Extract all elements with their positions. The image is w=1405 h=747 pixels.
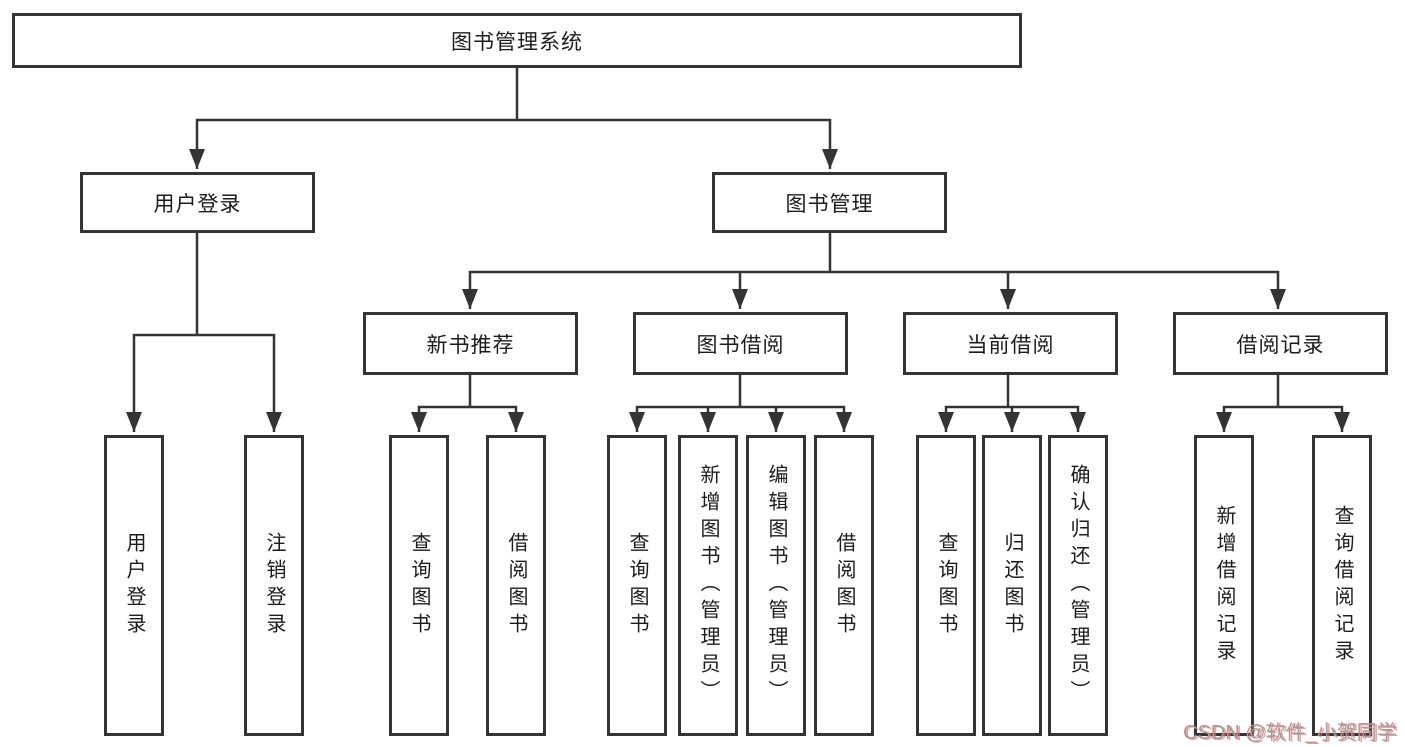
leaf-edit-books-admin: 编辑图书（管理员） — [746, 435, 806, 736]
node-label: 图书管理系统 — [451, 30, 583, 54]
node-label: 新书推荐 — [426, 333, 515, 357]
edge-newrec-to-leaves — [411, 375, 524, 432]
node-label: 当前借阅 — [966, 333, 1055, 357]
node-label: 编辑图书（管理员） — [765, 464, 787, 707]
leaf-logout: 注销登录 — [244, 435, 304, 736]
node-user-login-group: 用户登录 — [80, 172, 315, 233]
node-label: 借阅图书 — [505, 531, 527, 640]
node-label: 查询图书 — [626, 531, 648, 640]
edge-history-to-leaves — [1216, 375, 1350, 432]
leaf-borrow-books: 借阅图书 — [814, 435, 874, 736]
leaf-add-books-admin: 新增图书（管理员） — [678, 435, 738, 736]
leaf-user-login: 用户登录 — [104, 435, 164, 736]
node-label: 图书借阅 — [696, 333, 785, 357]
node-label: 新增借阅记录 — [1213, 504, 1235, 667]
node-book-borrowing: 图书借阅 — [633, 312, 848, 375]
leaf-query-borrow-record: 查询借阅记录 — [1312, 435, 1372, 736]
node-current-borrowing: 当前借阅 — [903, 312, 1118, 375]
edge-borrow-to-leaves — [629, 375, 852, 432]
node-label: 注销登录 — [263, 531, 285, 640]
node-borrowing-records: 借阅记录 — [1173, 312, 1388, 375]
node-label: 查询图书 — [935, 531, 957, 640]
leaf-borrow-books-recommend: 借阅图书 — [486, 435, 546, 736]
node-library-system: 图书管理系统 — [12, 13, 1022, 68]
edge-bookmgmt-to-level3 — [462, 233, 1286, 309]
edge-userlogin-to-leaves — [126, 233, 282, 432]
node-label: 归还图书 — [1001, 531, 1023, 640]
leaf-query-books-current: 查询图书 — [916, 435, 976, 736]
node-label: 用户登录 — [153, 192, 242, 216]
node-label: 查询借阅记录 — [1331, 504, 1353, 667]
leaf-query-books-recommend: 查询图书 — [389, 435, 449, 736]
node-label: 借阅记录 — [1236, 333, 1325, 357]
node-label: 借阅图书 — [833, 531, 855, 640]
edge-root-to-level2 — [189, 68, 838, 169]
leaf-confirm-return-admin: 确认归还（管理员） — [1048, 435, 1108, 736]
leaf-add-borrow-record: 新增借阅记录 — [1194, 435, 1254, 736]
node-book-management: 图书管理 — [712, 172, 947, 233]
node-label: 查询图书 — [408, 531, 430, 640]
node-label: 图书管理 — [785, 192, 874, 216]
node-label: 确认归还（管理员） — [1067, 464, 1089, 707]
leaf-query-books-borrowing: 查询图书 — [607, 435, 667, 736]
node-label: 用户登录 — [123, 531, 145, 640]
node-label: 新增图书（管理员） — [697, 464, 719, 707]
node-new-book-recommend: 新书推荐 — [363, 312, 578, 375]
leaf-return-books: 归还图书 — [982, 435, 1042, 736]
edge-current-to-leaves — [938, 375, 1086, 432]
